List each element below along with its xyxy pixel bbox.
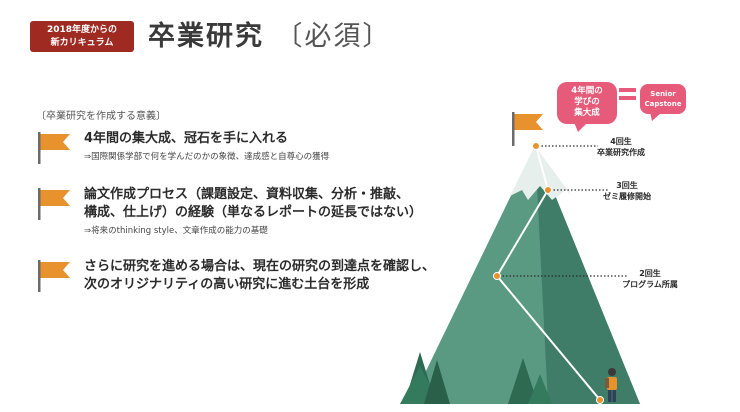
flag-icon: [38, 188, 70, 220]
stage-4-name: 卒業研究作成: [597, 148, 645, 157]
checkpoint-stage-4: [532, 142, 540, 150]
climbing-path: [495, 145, 601, 401]
bubble-right-line-2: Capstone: [644, 100, 682, 108]
stage-2-name: プログラム所属: [622, 280, 678, 289]
badge-line-1: 2018年度からの: [46, 25, 118, 35]
capstone-bubble: Senior Capstone: [640, 84, 686, 114]
bubble-right-line-1: Senior: [650, 90, 676, 98]
equals-icon: [619, 88, 636, 104]
bubble-left-line-1: 4年間の: [571, 86, 603, 96]
point-3-main-line-1: さらに研究を進める場合は、現在の研究の到達点を確認し、: [84, 259, 436, 274]
point-1-main: 4年間の集大成、冠石を手に入れる: [84, 131, 289, 146]
snow-cap: [510, 146, 572, 200]
point-2-main-line-2: 構成、仕上げ）の経験（単なるレポートの延長ではない）: [84, 205, 423, 220]
summit-flag-icon: [512, 112, 543, 146]
stage-3-name: ゼミ履修開始: [603, 192, 651, 201]
flag-icon: [38, 260, 70, 292]
checkpoint-stage-2: [493, 272, 501, 280]
hiker-icon: [605, 368, 617, 402]
point-1-sub: ⇒国際関係学部で何を学んだのかの象徴、達成感と自尊心の獲得: [84, 152, 330, 162]
bubble-left-line-3: 集大成: [574, 108, 600, 118]
checkpoint-stage-3: [544, 186, 552, 194]
tree-group-icon: [400, 352, 552, 404]
page-title: 卒業研究 〔必須〕: [148, 14, 391, 53]
bubble-tail-icon: [574, 122, 588, 132]
stage-3-label: 3回生 ゼミ履修開始: [597, 180, 657, 202]
bubble-tail-icon: [650, 112, 662, 121]
culmination-bubble: 4年間の 学びの 集大成: [557, 82, 617, 124]
point-3-main-line-2: 次のオリジナリティの高い研究に進む土台を形成: [84, 277, 370, 292]
stage-4-year: 4回生: [610, 137, 632, 146]
page-title-required: 〔必須〕: [275, 21, 392, 52]
flag-icon: [38, 132, 70, 164]
checkpoint-start: [596, 396, 604, 404]
page-title-main: 卒業研究: [148, 21, 264, 52]
badge-line-2: 新カリキュラム: [50, 38, 114, 48]
stage-2-label: 2回生 プログラム所属: [614, 268, 686, 290]
stage-4-label: 4回生 卒業研究作成: [591, 136, 651, 158]
bubble-left-line-2: 学びの: [574, 97, 600, 107]
point-2-main-line-1: 論文作成プロセス（課題設定、資料収集、分析・推敲、: [84, 187, 410, 202]
point-2-sub: ⇒将来のthinking style、文章作成の能力の基礎: [84, 226, 268, 236]
stage-2-year: 2回生: [639, 269, 661, 278]
stage-3-year: 3回生: [616, 181, 638, 190]
mountain-shade: [535, 146, 640, 404]
section-label: 〔卒業研究を作成する意義〕: [36, 111, 166, 122]
curriculum-badge: 2018年度からの 新カリキュラム: [30, 21, 134, 52]
